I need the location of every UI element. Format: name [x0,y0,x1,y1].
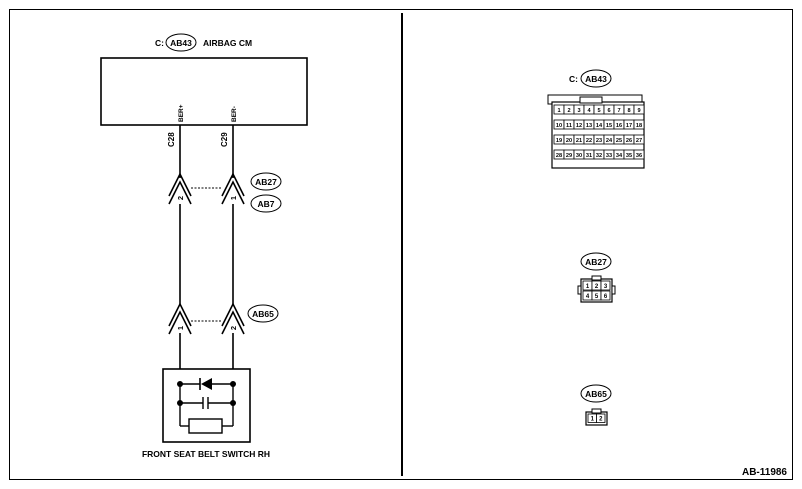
pin-cell [600,280,611,291]
pin-number: 13 [586,123,592,129]
circuit-wires [179,125,234,384]
junction-dot [177,381,183,387]
ab65-view-label: AB65 [585,389,607,399]
pin-number: 1 [586,284,590,290]
ab7-badge [250,194,282,213]
ab27-view-label: AB27 [585,257,607,267]
junction-dot [177,400,183,406]
pin-number: 7 [617,108,620,114]
airbag-cm-box [100,57,308,126]
upper-terminal-left-number: 2 [176,196,185,200]
module-name: AIRBAG CM [203,38,252,48]
upper-terminal-right: 1 [221,172,245,205]
junction-dot [230,381,236,387]
pin-number: 2 [595,284,599,290]
pin-number: 9 [637,108,640,114]
pin-number: 4 [586,294,590,300]
pin-number: 5 [597,108,600,114]
ab43-view-prefix: C: [569,74,578,84]
ab27-label: AB27 [255,177,277,187]
pin-number: 31 [586,153,592,159]
lower-terminal-left-number: 1 [176,326,185,330]
upper-terminal-right-number: 1 [229,196,238,200]
pin-number: 5 [595,294,599,300]
pin-number: 22 [586,138,592,144]
pin-number: 14 [596,123,603,129]
diode-icon [201,378,212,390]
diagram-frame [9,9,793,480]
pin-number: 8 [627,108,630,114]
pin-number: 3 [577,108,580,114]
pin-number: 18 [636,123,642,129]
pin-number: 20 [566,138,572,144]
pin-cell [633,134,645,145]
lower-terminal-right-number: 2 [229,326,238,330]
pin-cell [633,104,645,115]
pin-number: 35 [626,153,632,159]
pin-number: 32 [596,153,602,159]
pin-number: 6 [607,108,610,114]
pin-number: 2 [567,108,570,114]
pin-number: 17 [626,123,632,129]
pin-number: 27 [636,138,642,144]
ab43-view-badge [580,69,612,88]
lower-terminal-right: 2 [221,302,245,335]
pin-number: 1 [591,417,595,423]
pin-number: 30 [576,153,582,159]
pin-number: 12 [576,123,582,129]
pin-cell [596,413,606,423]
pin-number: 19 [556,138,562,144]
pin-number: 4 [587,108,591,114]
pin-number: 24 [606,138,613,144]
module-connector-prefix: C: [155,38,164,48]
pin-number: 36 [636,153,642,159]
pin-number: 34 [616,153,623,159]
figure-id: AB-11986 [742,467,787,478]
pin-number: 11 [566,123,572,129]
pin-cell [633,119,645,130]
ab65-label: AB65 [252,309,274,319]
pin-number: 28 [556,153,562,159]
pin-number: 26 [626,138,632,144]
pin-number: 23 [596,138,602,144]
ab7-label: AB7 [257,199,274,209]
pin-number: 2 [599,417,603,423]
pin-number: 10 [556,123,562,129]
switch-label: FRONT SEAT BELT SWITCH RH [142,449,270,459]
ab27-badge [250,172,282,191]
pin-signal-ber-minus: BER- [231,106,238,122]
upper-terminal-left: 2 [168,172,192,205]
pin-signal-ber-plus: BER+ [178,104,185,122]
lower-terminal-left: 1 [168,302,192,335]
pin-number: 16 [616,123,622,129]
pin-number: 1 [557,108,560,114]
pin-number: 21 [576,138,582,144]
module-connector-label: AB43 [170,38,192,48]
pin-cell [600,290,611,301]
pin-number: 25 [616,138,622,144]
ab27-view-badge [580,252,612,271]
pin-number: 33 [606,153,612,159]
pin-number: 15 [606,123,612,129]
pin-number: 29 [566,153,572,159]
module-connector-badge [165,33,197,52]
pin-cell [633,149,645,160]
ab65-badge [247,304,279,323]
pin-number: 3 [604,284,608,290]
ab43-view-label: AB43 [585,74,607,84]
pin-number: 6 [604,294,608,300]
junction-dot [230,400,236,406]
ab65-view-badge [580,384,612,403]
pin-number-c29: C29 [220,132,229,147]
pin-number-c28: C28 [167,132,176,147]
seat-belt-switch-box [162,368,251,443]
